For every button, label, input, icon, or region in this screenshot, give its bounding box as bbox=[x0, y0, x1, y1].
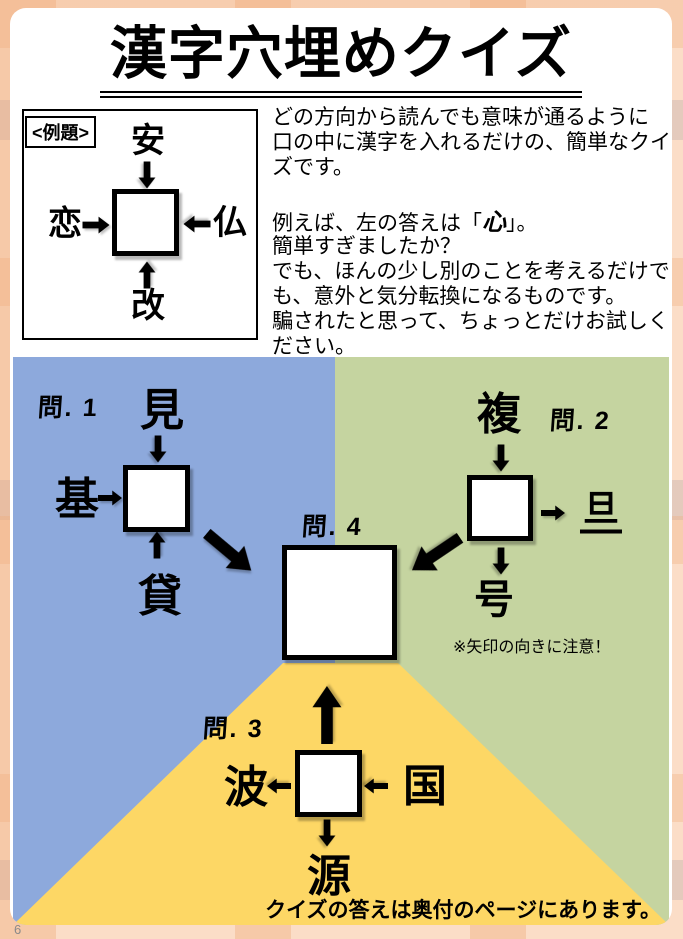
q1-answer-box bbox=[123, 465, 190, 532]
arrow-right-icon bbox=[82, 216, 110, 235]
example-top-kanji: 安 bbox=[131, 122, 165, 160]
q3-label: 問. 3 bbox=[201, 715, 265, 743]
example-bottom-kanji: 改 bbox=[131, 287, 165, 325]
example-right-kanji: 仏 bbox=[213, 204, 247, 242]
answer-line-post: 」。 bbox=[506, 212, 538, 235]
arrow-right-icon bbox=[98, 490, 122, 507]
q1-bottom-kanji: 貸 bbox=[138, 572, 182, 621]
arrow-left-icon bbox=[364, 778, 388, 795]
arrow-up-to-q4-icon bbox=[311, 686, 344, 744]
intro-line: ズです。 bbox=[272, 156, 354, 179]
arrow-up-icon bbox=[138, 261, 157, 289]
arrow-right-icon bbox=[541, 505, 565, 522]
q3-right-kanji: 国 bbox=[403, 762, 447, 811]
flyer-page: 漢字穴埋めクイズ <例題> 安 恋 仏 改 どの方向から読んでも意味が通るように… bbox=[10, 8, 672, 925]
arrow-diagonal-to-q4-icon bbox=[196, 521, 262, 583]
quiz-answer-location-note: クイズの答えは奥付のページにあります。 bbox=[265, 899, 661, 922]
intro-spacer bbox=[272, 180, 670, 209]
q3-left-kanji: 波 bbox=[224, 763, 268, 812]
q2-bottom-kanji: 号 bbox=[474, 578, 514, 622]
intro-line: 口の中に漢字を入れるだけの、簡単なクイ bbox=[272, 131, 671, 154]
arrow-left-icon bbox=[183, 215, 211, 234]
answer-line-pre: 例えば、左の答えは「 bbox=[272, 212, 482, 235]
q1-label: 問. 1 bbox=[36, 394, 100, 422]
arrow-diagonal-to-q4-icon bbox=[403, 524, 469, 584]
q1-left-kanji: 基 bbox=[55, 475, 99, 524]
title-area: 漢字穴埋めクイズ bbox=[10, 22, 672, 98]
intro-line: 騙されたと思って、ちょっとだけお試しく bbox=[272, 310, 669, 333]
q1-top-kanji: 見 bbox=[140, 386, 184, 435]
page-number: 6 bbox=[14, 922, 22, 937]
q4-label: 問. 4 bbox=[300, 513, 364, 541]
arrow-left-icon bbox=[267, 778, 291, 795]
arrow-down-icon bbox=[318, 819, 337, 847]
intro-text: どの方向から読んでも意味が通るように 口の中に漢字を入れるだけの、簡単なクイ ズ… bbox=[272, 105, 671, 359]
answer-kanji: 心 bbox=[482, 207, 506, 236]
arrow-down-icon bbox=[149, 435, 168, 463]
example-box: <例題> 安 恋 仏 改 bbox=[22, 109, 258, 340]
arrow-direction-note: ※矢印の向きに注意！ bbox=[453, 639, 611, 656]
arrow-up-icon bbox=[148, 531, 167, 559]
intro-answer-line: 例えば、左の答えは「心」。 bbox=[272, 207, 670, 236]
arrow-down-icon bbox=[492, 444, 511, 472]
arrow-down-icon bbox=[138, 161, 157, 189]
intro-line: どの方向から読んでも意味が通るように bbox=[272, 106, 649, 129]
example-left-kanji: 恋 bbox=[48, 205, 82, 243]
q2-top-kanji: 複 bbox=[477, 390, 521, 439]
arrow-down-icon bbox=[492, 547, 511, 575]
page-title: 漢字穴埋めクイズ bbox=[99, 22, 583, 98]
intro-line: ださい。 bbox=[272, 335, 356, 358]
intro-line: でも、ほんの少し別のことを考えるだけで bbox=[272, 260, 670, 283]
intro-line: も、意外と気分転換になるものです。 bbox=[272, 285, 627, 308]
q2-answer-box bbox=[467, 475, 533, 541]
q3-answer-box bbox=[295, 750, 362, 817]
quiz-section: 問. 1 見 基 貸 複 問. 2 旦 号 ※矢印の向きに注意！ 問. 4 問.… bbox=[13, 357, 669, 925]
q2-label: 問. 2 bbox=[548, 407, 612, 435]
example-label: <例題> bbox=[25, 116, 97, 148]
example-answer-box bbox=[112, 189, 179, 256]
q3-bottom-kanji: 源 bbox=[307, 852, 351, 901]
q2-right-kanji: 旦 bbox=[579, 490, 623, 534]
intro-line: 簡単すぎましたか？ bbox=[272, 235, 461, 258]
q4-answer-box bbox=[282, 545, 397, 660]
